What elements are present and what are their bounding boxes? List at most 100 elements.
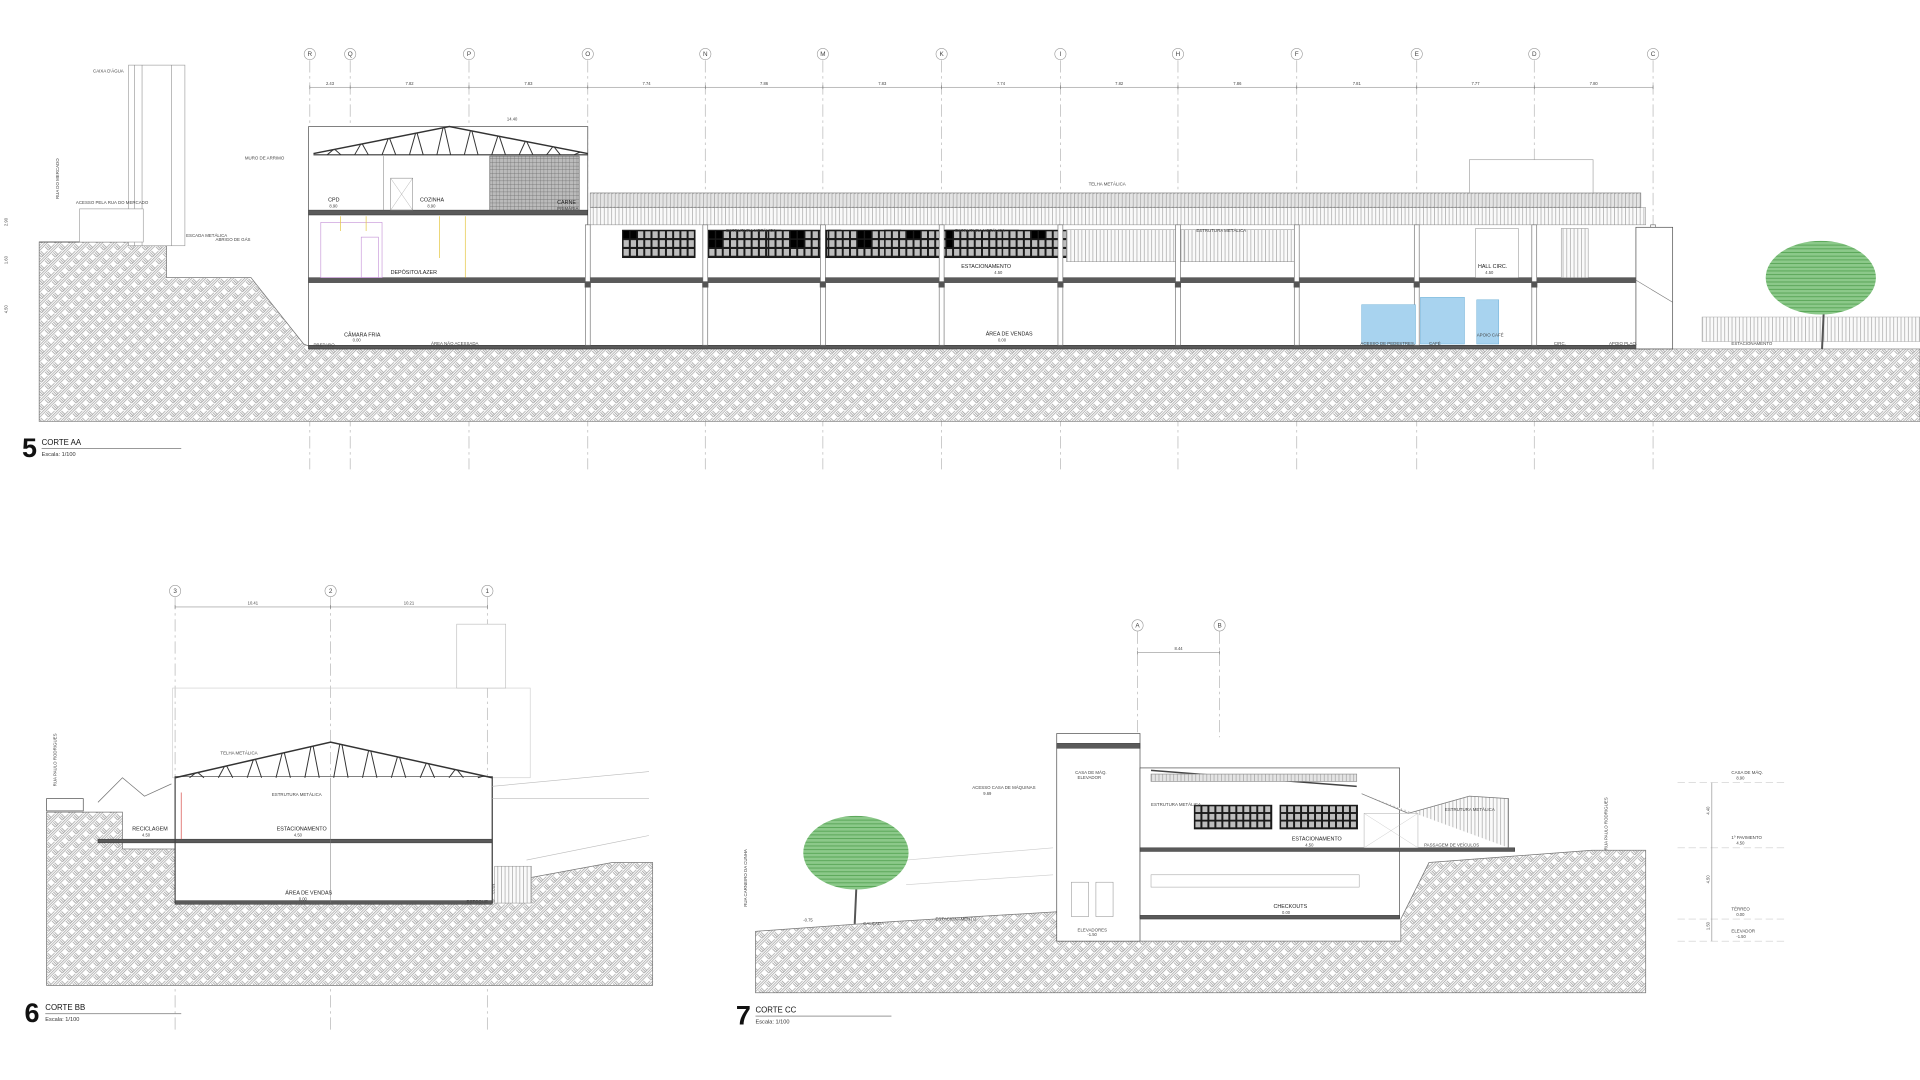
aa-dim-label: 7.82 (406, 81, 415, 86)
bb-truss-member (456, 769, 464, 779)
aa-panel-cell (850, 248, 857, 257)
cc-axis-label: A (1135, 622, 1140, 629)
aa-room-preparo: PREPARO (313, 342, 335, 347)
cc-title-scale: Escala: 1/100 (756, 1019, 790, 1025)
aa-right-annex (1635, 226, 1674, 350)
aa-glass-panel (1476, 299, 1500, 345)
aa-axis-label: K (940, 51, 945, 58)
cc-panel-cell (1322, 820, 1329, 828)
aa-panel-cell (680, 248, 688, 257)
cc-panel-cell (1336, 820, 1343, 828)
cc-panel-cell (1222, 820, 1229, 828)
aa-grate-panel (489, 155, 580, 211)
cc-panel-cell (1236, 813, 1243, 821)
aa-panel-cell (835, 248, 843, 257)
aa-panel-cell (797, 239, 804, 248)
cc-elevator-door (1071, 881, 1089, 917)
cc-room-passagem: PASSAGEM DE VEÍCULOS (1424, 842, 1479, 848)
aa-panel-cell (744, 230, 752, 239)
aa-note-estrutura: ESTRUTURA METÁLICA (1196, 227, 1246, 233)
aa-column-head (1293, 281, 1300, 288)
aa-panel-cell (666, 230, 673, 239)
aa-room-acesso-pedestres: ACESSO DE PEDESTRES (1360, 341, 1414, 346)
aa-axis-label: M (820, 51, 825, 58)
aa-panel-cell (899, 230, 906, 239)
aa-panel-cell (644, 239, 652, 248)
cc-street-carneiro: RUA CARNEIRO DA CUNHA (743, 849, 748, 907)
aa-panel-cell (637, 248, 644, 257)
cc-panel-cell (1201, 805, 1209, 813)
aa-level-mark: 1.60 (3, 255, 8, 264)
aa-axis-bubble (935, 48, 948, 61)
bb-truss-member (370, 750, 378, 778)
aa-ramp (1635, 279, 1673, 303)
cc-room-elevadores-level: -1.50 (1087, 932, 1097, 937)
aa-panel-cell (1045, 239, 1053, 248)
aa-panel-cell (666, 248, 673, 257)
cc-slab-upper (1139, 847, 1515, 852)
aa-panel-cell (790, 230, 797, 239)
cc-panel-cell (1329, 805, 1336, 813)
bb-ghost-lines (492, 771, 650, 861)
aa-panel-cell (960, 248, 968, 257)
aa-axis-label: C (1651, 51, 1656, 58)
aa-panel-cell (850, 239, 857, 248)
aa-panel-cell (730, 239, 737, 248)
aa-note-abrigo: ABRIGO DE GÁS (216, 236, 251, 242)
aa-ext-estacionamento: ESTACIONAMENTO (1731, 341, 1772, 346)
cc-panel-cell (1250, 813, 1257, 821)
aa-panel-cell (804, 248, 812, 257)
cc-room-estacionamento-level: 4.50 (1305, 843, 1314, 848)
aa-panel-cell (637, 239, 644, 248)
aa-tree (1765, 240, 1876, 349)
aa-panel-cell (708, 248, 716, 257)
cc-panel-cell (1236, 820, 1243, 828)
aa-note-estrutura: ESTRUTURA METÁLICA (955, 227, 1005, 233)
aa-panel-cell (835, 230, 843, 239)
aa-axis-bubble (816, 48, 829, 61)
cc-axis-bubble (1131, 619, 1144, 632)
aa-column-head (938, 281, 945, 288)
aa-room-cozinha-level: 8.90 (427, 204, 436, 209)
cc-panel-cell (1264, 805, 1271, 813)
aa-panel-cell (1002, 248, 1010, 257)
cc-panel-cell (1229, 813, 1236, 821)
aa-panel-cell (914, 230, 921, 239)
bb-truss-member (362, 750, 370, 778)
cc-panel-cell (1201, 820, 1209, 828)
aa-truss-member (498, 136, 506, 155)
cc-ramp-x (1363, 813, 1419, 848)
aa-slab-ground (308, 345, 1651, 350)
aa-panel-cell (953, 239, 960, 248)
aa-panel-cell (790, 248, 797, 257)
cc-panel-cell (1257, 813, 1264, 821)
aa-panel-cell (921, 230, 928, 239)
cc-title-name: CORTE CC (756, 1005, 797, 1014)
cc-panel-cell (1215, 820, 1222, 828)
aa-panel-cell (975, 248, 982, 257)
aa-roof-band (589, 192, 1642, 208)
aa-room-carne: CARNE (557, 200, 576, 206)
aa-street-name: RUA DO MERCADO (55, 158, 60, 199)
cc-shaft-slab (1056, 743, 1141, 749)
bb-title-scale: Escala: 1/100 (45, 1017, 79, 1023)
aa-stair-panel (1560, 228, 1589, 278)
bb-room-estoque: ESTOQUE (467, 899, 488, 904)
aa-panel-cell (828, 239, 836, 248)
aa-panel-cell (1002, 230, 1010, 239)
cc-panel-cell (1336, 813, 1343, 821)
cc-tree-canopy (803, 815, 909, 890)
aa-dim-label: 7.77 (1471, 81, 1480, 86)
aa-door-swing (390, 178, 413, 211)
aa-panel-cell (913, 248, 921, 257)
aa-room-circ: CIRC. (1554, 341, 1566, 346)
bb-axis-label: 1 (486, 588, 490, 595)
cc-panel-cell (1236, 805, 1243, 813)
cc-tree (803, 815, 909, 925)
cc-room-calcada: CALÇADA (863, 921, 884, 926)
aa-panel-cell (752, 248, 759, 257)
aa-truss-member (361, 143, 369, 156)
aa-dim-label: 7.83 (524, 81, 533, 86)
